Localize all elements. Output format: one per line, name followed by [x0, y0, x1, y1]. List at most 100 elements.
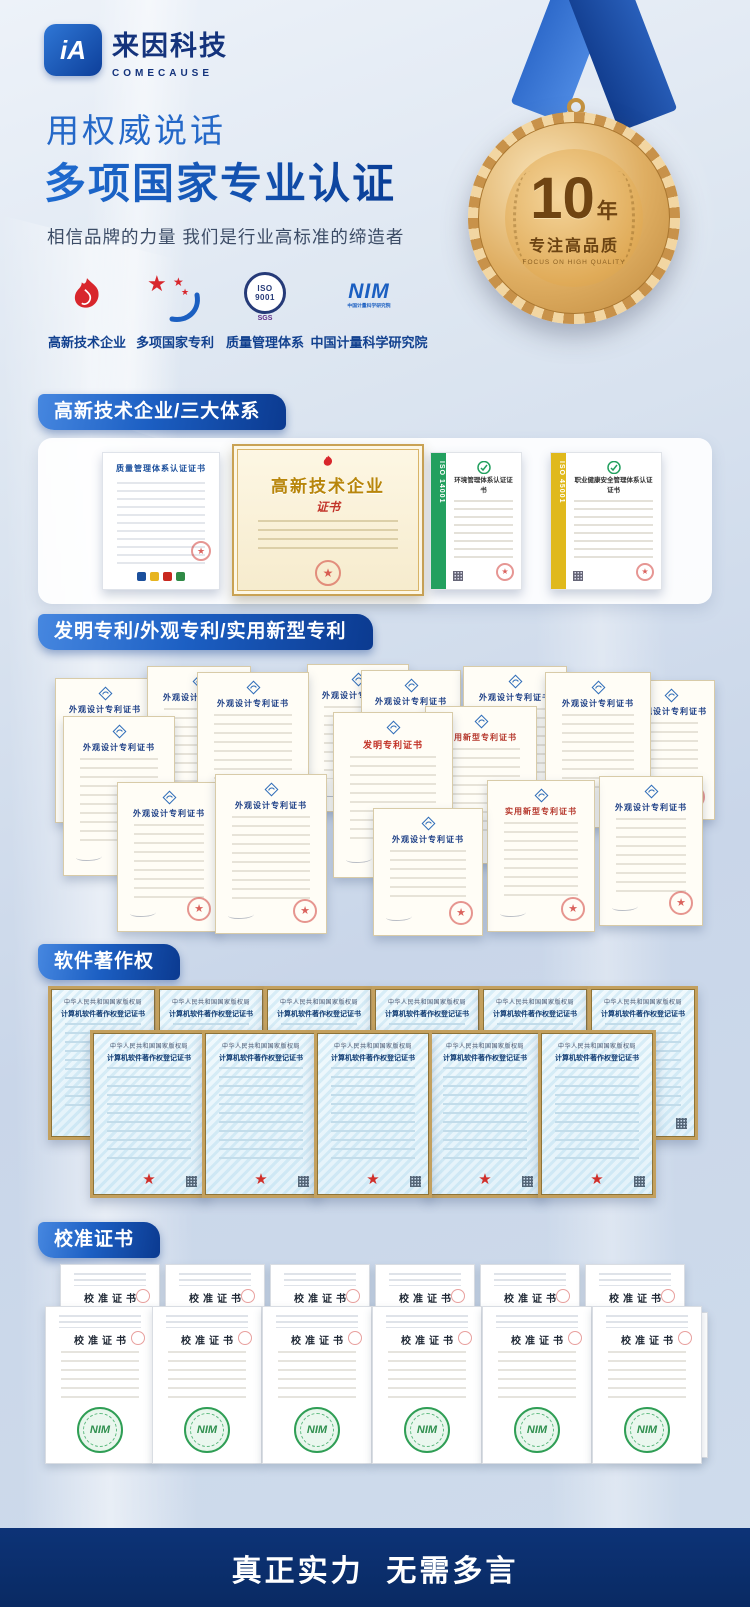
red-seal-icon: [451, 1289, 465, 1303]
calibration-certificate-card: 校准证书 NIM: [45, 1306, 155, 1464]
comecause-logo-icon: iA: [44, 24, 102, 76]
copyright-certificate-title: 计算机软件著作权登记证书: [443, 1055, 527, 1062]
qr-code: [186, 1176, 197, 1187]
system-certs-panel: 质量管理体系认证证书 高新技术企业 证书 ISO 14001 环境管理体系认证证…: [38, 438, 712, 604]
ohs-system-certificate: ISO 45001 职业健康安全管理体系认证证书: [550, 452, 662, 590]
torch-icon: [246, 454, 410, 470]
nim-letters: NIM: [348, 280, 390, 303]
red-seal-icon: [678, 1331, 692, 1345]
nim-green-seal-icon: NIM: [624, 1407, 670, 1453]
copyright-certificate-title: 计算机软件著作权登记证书: [385, 1011, 469, 1018]
copyright-office-header: 中华人民共和国国家版权局: [109, 1044, 188, 1050]
copyright-certificate-title: 计算机软件著作权登记证书: [493, 1011, 577, 1018]
red-seal-icon: [241, 1289, 255, 1303]
red-seal-icon: [449, 901, 473, 925]
hero-line1: 用权威说话: [46, 112, 226, 149]
copyright-office-header: 中华人民共和国国家版权局: [221, 1044, 300, 1050]
trust-badge-hitech: 高新技术企业: [44, 268, 130, 351]
iso14001-stripe: [431, 453, 446, 589]
red-seal-icon: [293, 899, 317, 923]
calibration-title: 校准证书: [511, 1336, 567, 1347]
red-seal-icon: [131, 1331, 145, 1345]
footer-slogan: 真正实力 无需多言: [231, 1554, 519, 1588]
calibration-title: 校准证书: [621, 1336, 677, 1347]
copyright-certificate-title: 计算机软件著作权登记证书: [601, 1011, 685, 1018]
cnipa-logo-icon: [635, 688, 707, 703]
copyright-office-header: 中华人民共和国国家版权局: [445, 1044, 524, 1050]
certificate-text-lines: [278, 1351, 356, 1399]
certificate-title: 环境管理体系认证证书: [454, 477, 513, 494]
certificate-header-lines: [74, 1273, 146, 1286]
copyright-certificate-title: 计算机软件著作权登记证书: [107, 1055, 191, 1062]
certificate-text-lines: [498, 1351, 576, 1399]
patent-certificate-card: 实用新型专利证书: [487, 780, 595, 932]
certificate-header-lines: [276, 1315, 358, 1328]
nim-letters: NIM: [89, 1424, 111, 1436]
certificate-header-lines: [166, 1315, 248, 1328]
red-seal-icon: [556, 1289, 570, 1303]
signature-mark: [228, 911, 254, 919]
calibration-certificates-wall: 校准证书 NIM 校准证书 NIM 校准证书: [40, 1262, 710, 1467]
trust-badge-label: 多项国家专利: [135, 335, 214, 350]
certificate-text-lines: [574, 499, 653, 561]
certificate-text-lines: [258, 520, 398, 550]
footer-banner: 真正实力 无需多言: [0, 1528, 750, 1607]
certificate-header-lines: [59, 1315, 141, 1328]
software-copyright-card: 中华人民共和国国家版权局 计算机软件著作权登记证书: [314, 1030, 432, 1198]
patent-title: 外观设计专利证书: [217, 699, 289, 708]
logo-name: 来因科技: [112, 31, 228, 61]
cnipa-logo-icon: [341, 720, 445, 735]
hero-line2: 多项国家专业认证: [44, 150, 396, 211]
trust-badge-label: 高新技术企业: [47, 335, 126, 350]
qr-code: [522, 1176, 533, 1187]
section-title-system: 高新技术企业/三大体系: [38, 394, 287, 430]
cnipa-logo-icon: [125, 790, 213, 805]
trust-badges-row: 高新技术企业 多项国家专利 ISO 9001: [40, 268, 460, 360]
cnipa-logo-icon: [223, 782, 319, 797]
certificate-header-lines: [606, 1315, 688, 1328]
copyright-certificate-title: 计算机软件著作权登记证书: [219, 1055, 303, 1062]
red-seal-icon: [636, 563, 654, 581]
certificate-text-lines: [117, 481, 205, 568]
logo-mark-letters: iA: [60, 34, 86, 65]
red-star-seal-icon: [366, 1172, 379, 1187]
trust-badge-nim: NIM 中国计量科学研究院 中国计量科学研究院: [306, 268, 432, 351]
hitech-enterprise-certificate: 高新技术企业 证书: [232, 444, 424, 596]
sgs-text: SGS: [257, 315, 273, 322]
cnipa-logo-icon: [553, 680, 643, 695]
patent-certificates-wall: 外观设计专利证书 外观设计专利证书: [35, 656, 715, 938]
certificate-title: 高新技术企业: [271, 477, 385, 496]
certificate-text-lines: [555, 1067, 639, 1165]
nim-letters: NIM: [306, 1424, 328, 1436]
certificate-title: 职业健康安全管理体系认证证书: [574, 477, 653, 494]
patent-text-lines: [390, 850, 466, 903]
signature-mark: [346, 855, 372, 863]
certificate-text-lines: [107, 1067, 191, 1165]
patent-title: 外观设计专利证书: [83, 743, 155, 752]
software-copyright-wall: 中华人民共和国国家版权局 计算机软件著作权登记证书 中华人民共和国国家版权局 计…: [40, 986, 710, 1200]
copyright-office-header: 中华人民共和国国家版权局: [171, 1000, 250, 1006]
red-seal-icon: [568, 1331, 582, 1345]
calibration-title: 校准证书: [504, 1294, 560, 1305]
certificate-header-lines: [284, 1273, 356, 1286]
nim-caption: 中国计量科学研究院: [347, 302, 391, 308]
calibration-certificate-card: 校准证书 NIM: [482, 1306, 592, 1464]
patent-title: 外观设计专利证书: [615, 803, 687, 812]
nim-icon: NIM 中国计量科学研究院: [306, 268, 432, 326]
qr-code: [298, 1176, 309, 1187]
certificate-header-lines: [389, 1273, 461, 1286]
cnipa-logo-icon: [369, 678, 453, 693]
star-icon: [147, 271, 167, 297]
quality-system-certificate: 质量管理体系认证证书: [102, 452, 220, 590]
medal-inner-ring: 10 年 专注高品质 FOCUS ON HIGH QUALITY: [478, 122, 670, 314]
patent-title: 发明专利证书: [362, 740, 423, 750]
medal-number: 10: [530, 166, 595, 231]
swoosh-arc: [169, 292, 200, 322]
patent-text-lines: [134, 824, 204, 899]
trust-badge-iso9001: ISO 9001 SGS 质量管理体系: [222, 268, 308, 351]
certificate-text-lines: [608, 1351, 686, 1399]
iso-text: ISO: [257, 283, 273, 293]
red-star-seal-icon: [590, 1172, 603, 1187]
patent-title: 外观设计专利证书: [562, 699, 634, 708]
